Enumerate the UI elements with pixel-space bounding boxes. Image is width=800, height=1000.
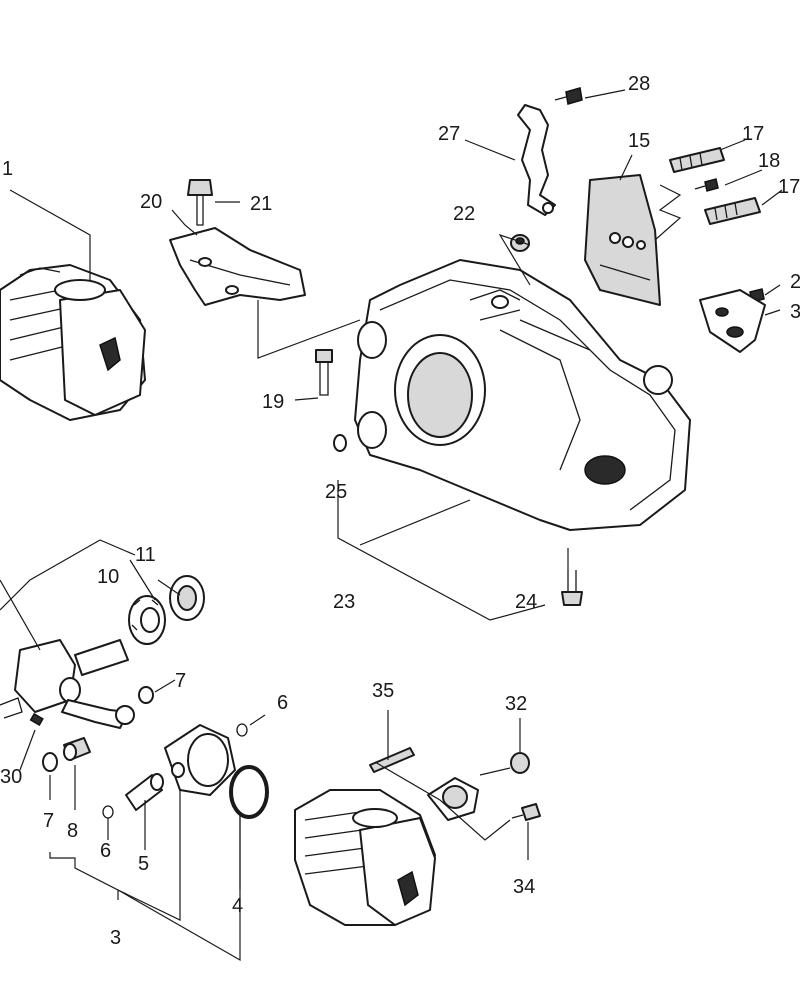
piston-pin-5: [125, 773, 164, 811]
callout-27: 27: [438, 123, 460, 145]
bolt-24: [561, 570, 583, 606]
callout-6-lower: 6: [100, 840, 111, 862]
stud-17a: [669, 147, 725, 173]
screw-18: [694, 178, 719, 192]
callout-32: 32: [505, 693, 527, 715]
screw-34: [511, 803, 541, 821]
callout-25: 25: [325, 481, 347, 503]
bearing-10: [128, 595, 166, 645]
piston: [164, 724, 236, 796]
clip-6a: [102, 805, 114, 819]
ring-25: [333, 434, 347, 452]
bracket-3-right: [699, 289, 766, 353]
clip-6b: [236, 723, 248, 737]
callout-5: 5: [138, 853, 149, 875]
callout-3-edge: 3: [790, 301, 800, 323]
crankcase-housing: [354, 259, 691, 531]
callout-1: 1: [2, 158, 13, 180]
callout-35: 35: [372, 680, 394, 702]
callout-17-bottom: 17: [778, 176, 800, 198]
callout-7-lower: 7: [43, 810, 54, 832]
callout-4: 4: [232, 895, 243, 917]
callout-7-upper: 7: [175, 670, 186, 692]
screw-21: [187, 179, 213, 226]
callout-numbers: 1 20 21 22 27 28 15 17 18 17 2 3 19 25 2…: [0, 73, 800, 949]
callout-15: 15: [628, 130, 650, 152]
decompression-valve: [427, 777, 479, 821]
callout-2-edge: 2: [790, 271, 800, 293]
seal-11: [169, 575, 205, 621]
callout-3: 3: [110, 927, 121, 949]
guide-plate-15: [584, 174, 661, 306]
callout-22: 22: [453, 203, 475, 225]
crankshaft: [0, 639, 135, 729]
callout-21: 21: [250, 193, 272, 215]
callout-6-upper: 6: [277, 692, 288, 714]
callout-24: 24: [515, 591, 537, 613]
leader-lines: [0, 89, 783, 962]
washer-7a: [138, 686, 154, 704]
bushing-22: [510, 234, 530, 252]
pin-35: [369, 747, 415, 773]
callout-18: 18: [758, 150, 780, 172]
washer-7b: [42, 752, 58, 772]
callout-11: 11: [135, 544, 156, 566]
callout-20: 20: [140, 191, 162, 213]
callout-34: 34: [513, 876, 535, 898]
stud-17b: [704, 197, 761, 225]
callout-19: 19: [262, 391, 284, 413]
needle-bearing-8: [63, 737, 91, 761]
callout-30: 30: [0, 766, 22, 788]
screw-28: [554, 87, 583, 105]
callout-23: 23: [333, 591, 355, 613]
callout-28: 28: [628, 73, 650, 95]
callout-8: 8: [67, 820, 78, 842]
key-30: [29, 712, 44, 726]
top-cover-plate: [169, 227, 306, 306]
bolt-19: [315, 349, 333, 396]
piston-ring-4: [229, 765, 269, 819]
cylinder-assembly-bottom: [294, 789, 436, 926]
bumper-spike-27: [517, 104, 556, 216]
callout-17-top: 17: [742, 123, 764, 145]
cap-32: [510, 752, 530, 774]
callout-10: 10: [97, 566, 119, 588]
cylinder-assembly-top: [0, 264, 146, 421]
